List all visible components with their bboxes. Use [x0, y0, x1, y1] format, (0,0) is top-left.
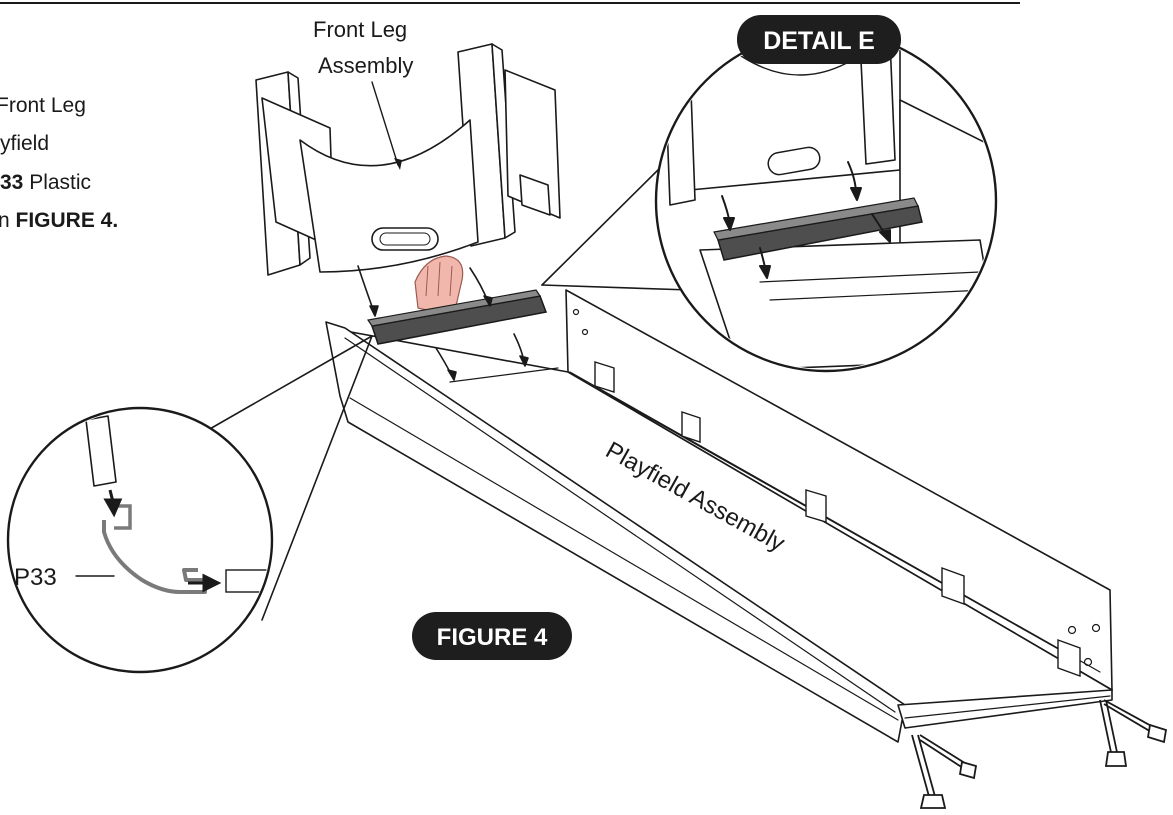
- leg-slot: [371, 227, 439, 251]
- intro-figure-ref: FIGURE 4.: [16, 209, 119, 232]
- front-wall-inner-edge: [344, 337, 896, 713]
- panel-holes: [572, 308, 1101, 667]
- detail-e-badge: [737, 15, 901, 64]
- p33-label: P33: [14, 564, 57, 591]
- detail-arrows: [721, 161, 891, 279]
- detail-leg-slot: [767, 146, 821, 176]
- detail-e-leader: [541, 284, 691, 291]
- hand-fingers: [425, 261, 453, 297]
- intro-line-4: n FIGURE 4.: [0, 209, 118, 232]
- playfield-front-wall: [325, 321, 906, 743]
- front-leg-label-line-1: Front Leg: [313, 17, 407, 42]
- plate-1: [594, 361, 615, 393]
- p33-upper-panel: [85, 415, 117, 487]
- leg-bracket: [519, 174, 551, 216]
- figure-4-badge-text: FIGURE 4: [437, 624, 548, 651]
- intro-line-4-prefix: n: [0, 209, 16, 232]
- p33-side-panel: [225, 569, 270, 593]
- mounting-plates: [594, 361, 1081, 677]
- p33-lip-shape: [114, 504, 132, 530]
- plate-3: [805, 489, 827, 523]
- leveling-legs: [911, 699, 1168, 809]
- detail-e-badge-text: DETAIL E: [763, 27, 875, 55]
- floor-seam: [449, 367, 559, 383]
- intro-line-1: Front Leg: [0, 94, 86, 117]
- p33-detail-circle: [6, 406, 274, 674]
- p33-profile-shape: [102, 520, 207, 594]
- p33-leader-1: [207, 335, 373, 431]
- p33-profile-callout: P33: [6, 335, 373, 674]
- end-panel-edge: [904, 695, 1111, 719]
- detail-e-leader-2: [541, 167, 661, 286]
- plate-5: [1057, 639, 1081, 677]
- p33-arrows: [103, 489, 222, 593]
- intro-line-3: 33 Plastic: [0, 171, 91, 194]
- playfield-assembly: [325, 289, 1168, 809]
- front-leg-leader-arrow: [394, 158, 402, 170]
- p33-leader-2: [261, 335, 373, 621]
- plate-4: [941, 567, 965, 605]
- back-wall-rail-2: [599, 389, 1061, 651]
- intro-part-number: 33: [0, 171, 23, 194]
- figure-4-badge: [412, 612, 572, 660]
- p33-trim-piece: [366, 289, 548, 345]
- detail-e-callout: DETAIL E: [541, 15, 998, 373]
- plate-2: [681, 411, 701, 443]
- front-leg-label-line-2: Assembly: [318, 53, 413, 78]
- intro-text: Front Leg yfield 33 Plastic n FIGURE 4.: [0, 94, 118, 232]
- front-wall-lower-edge: [349, 397, 899, 721]
- leg-slot-inner: [379, 232, 431, 246]
- playfield-end-panel: [897, 689, 1113, 729]
- placement-arrows: [357, 265, 529, 381]
- front-leg-leader: [371, 81, 399, 166]
- intro-line-3-rest: Plastic: [23, 171, 91, 194]
- front-leg-assembly: [255, 43, 561, 276]
- leg-right-side-panel: [504, 69, 561, 219]
- intro-line-2: yfield: [0, 132, 49, 155]
